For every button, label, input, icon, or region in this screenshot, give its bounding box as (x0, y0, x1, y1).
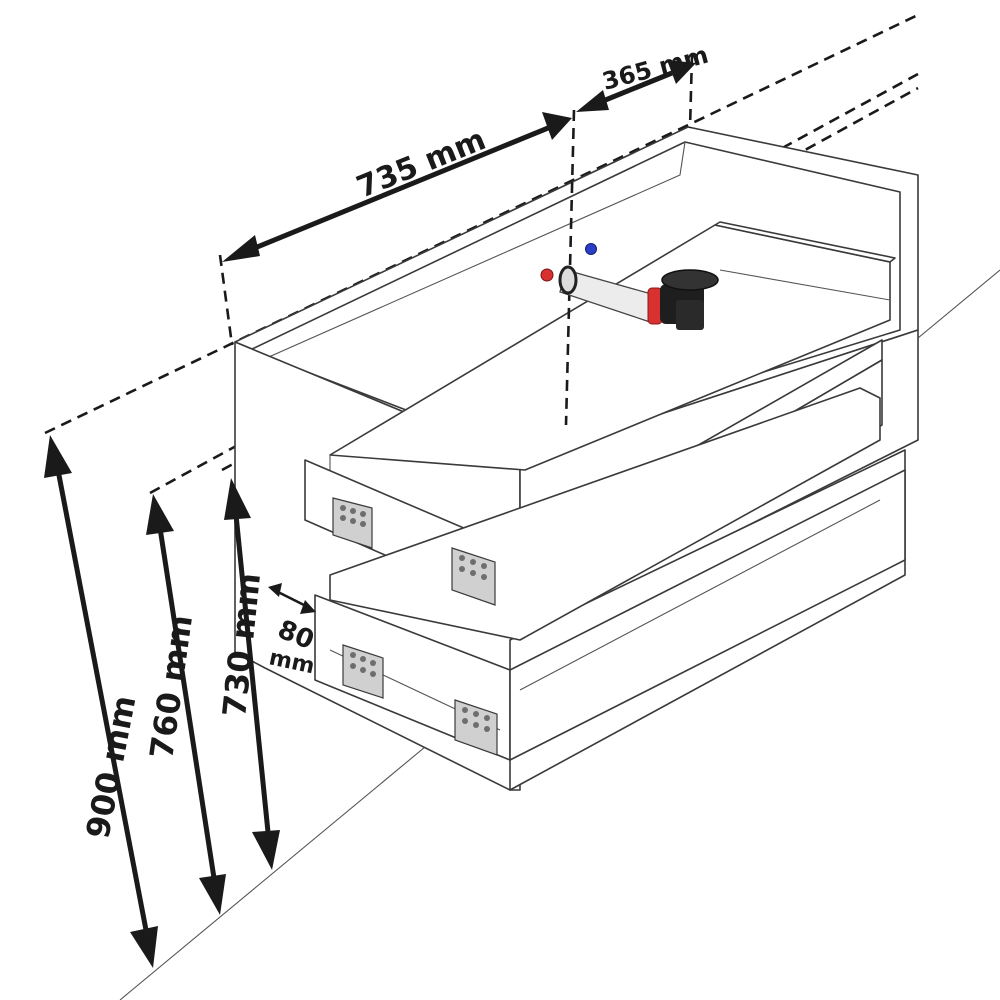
lower-drawer-front-panel (509, 469, 906, 761)
label-365: 365 mm (599, 41, 711, 96)
center-dash-line (564, 109, 576, 426)
siphon-red-seal (647, 287, 663, 325)
drawer-fittings (332, 497, 498, 756)
left-extension-line (218, 254, 234, 346)
fitting-lower-left (342, 644, 384, 699)
hot-water-connector-icon (540, 268, 554, 282)
lower-drawer-inner-line (519, 499, 881, 691)
label-730: 730 mm (215, 571, 268, 719)
right-extension-line (688, 54, 694, 129)
fitting-lower-right (454, 699, 498, 756)
cold-water-connector-icon (585, 243, 597, 255)
fitting-upper-left (332, 497, 373, 549)
fitting-upper-right (451, 547, 496, 606)
dimension-900: 900 mm (44, 435, 158, 968)
dimension-760: 760 mm (142, 494, 226, 915)
label-735: 735 mm (352, 122, 491, 205)
upper-drawer-box-back (329, 224, 891, 471)
upper-drawer-rail (714, 221, 896, 263)
upper-drawer-inner-edge (719, 269, 891, 301)
drain-siphon-icon (558, 265, 719, 330)
label-900: 900 mm (79, 692, 144, 841)
